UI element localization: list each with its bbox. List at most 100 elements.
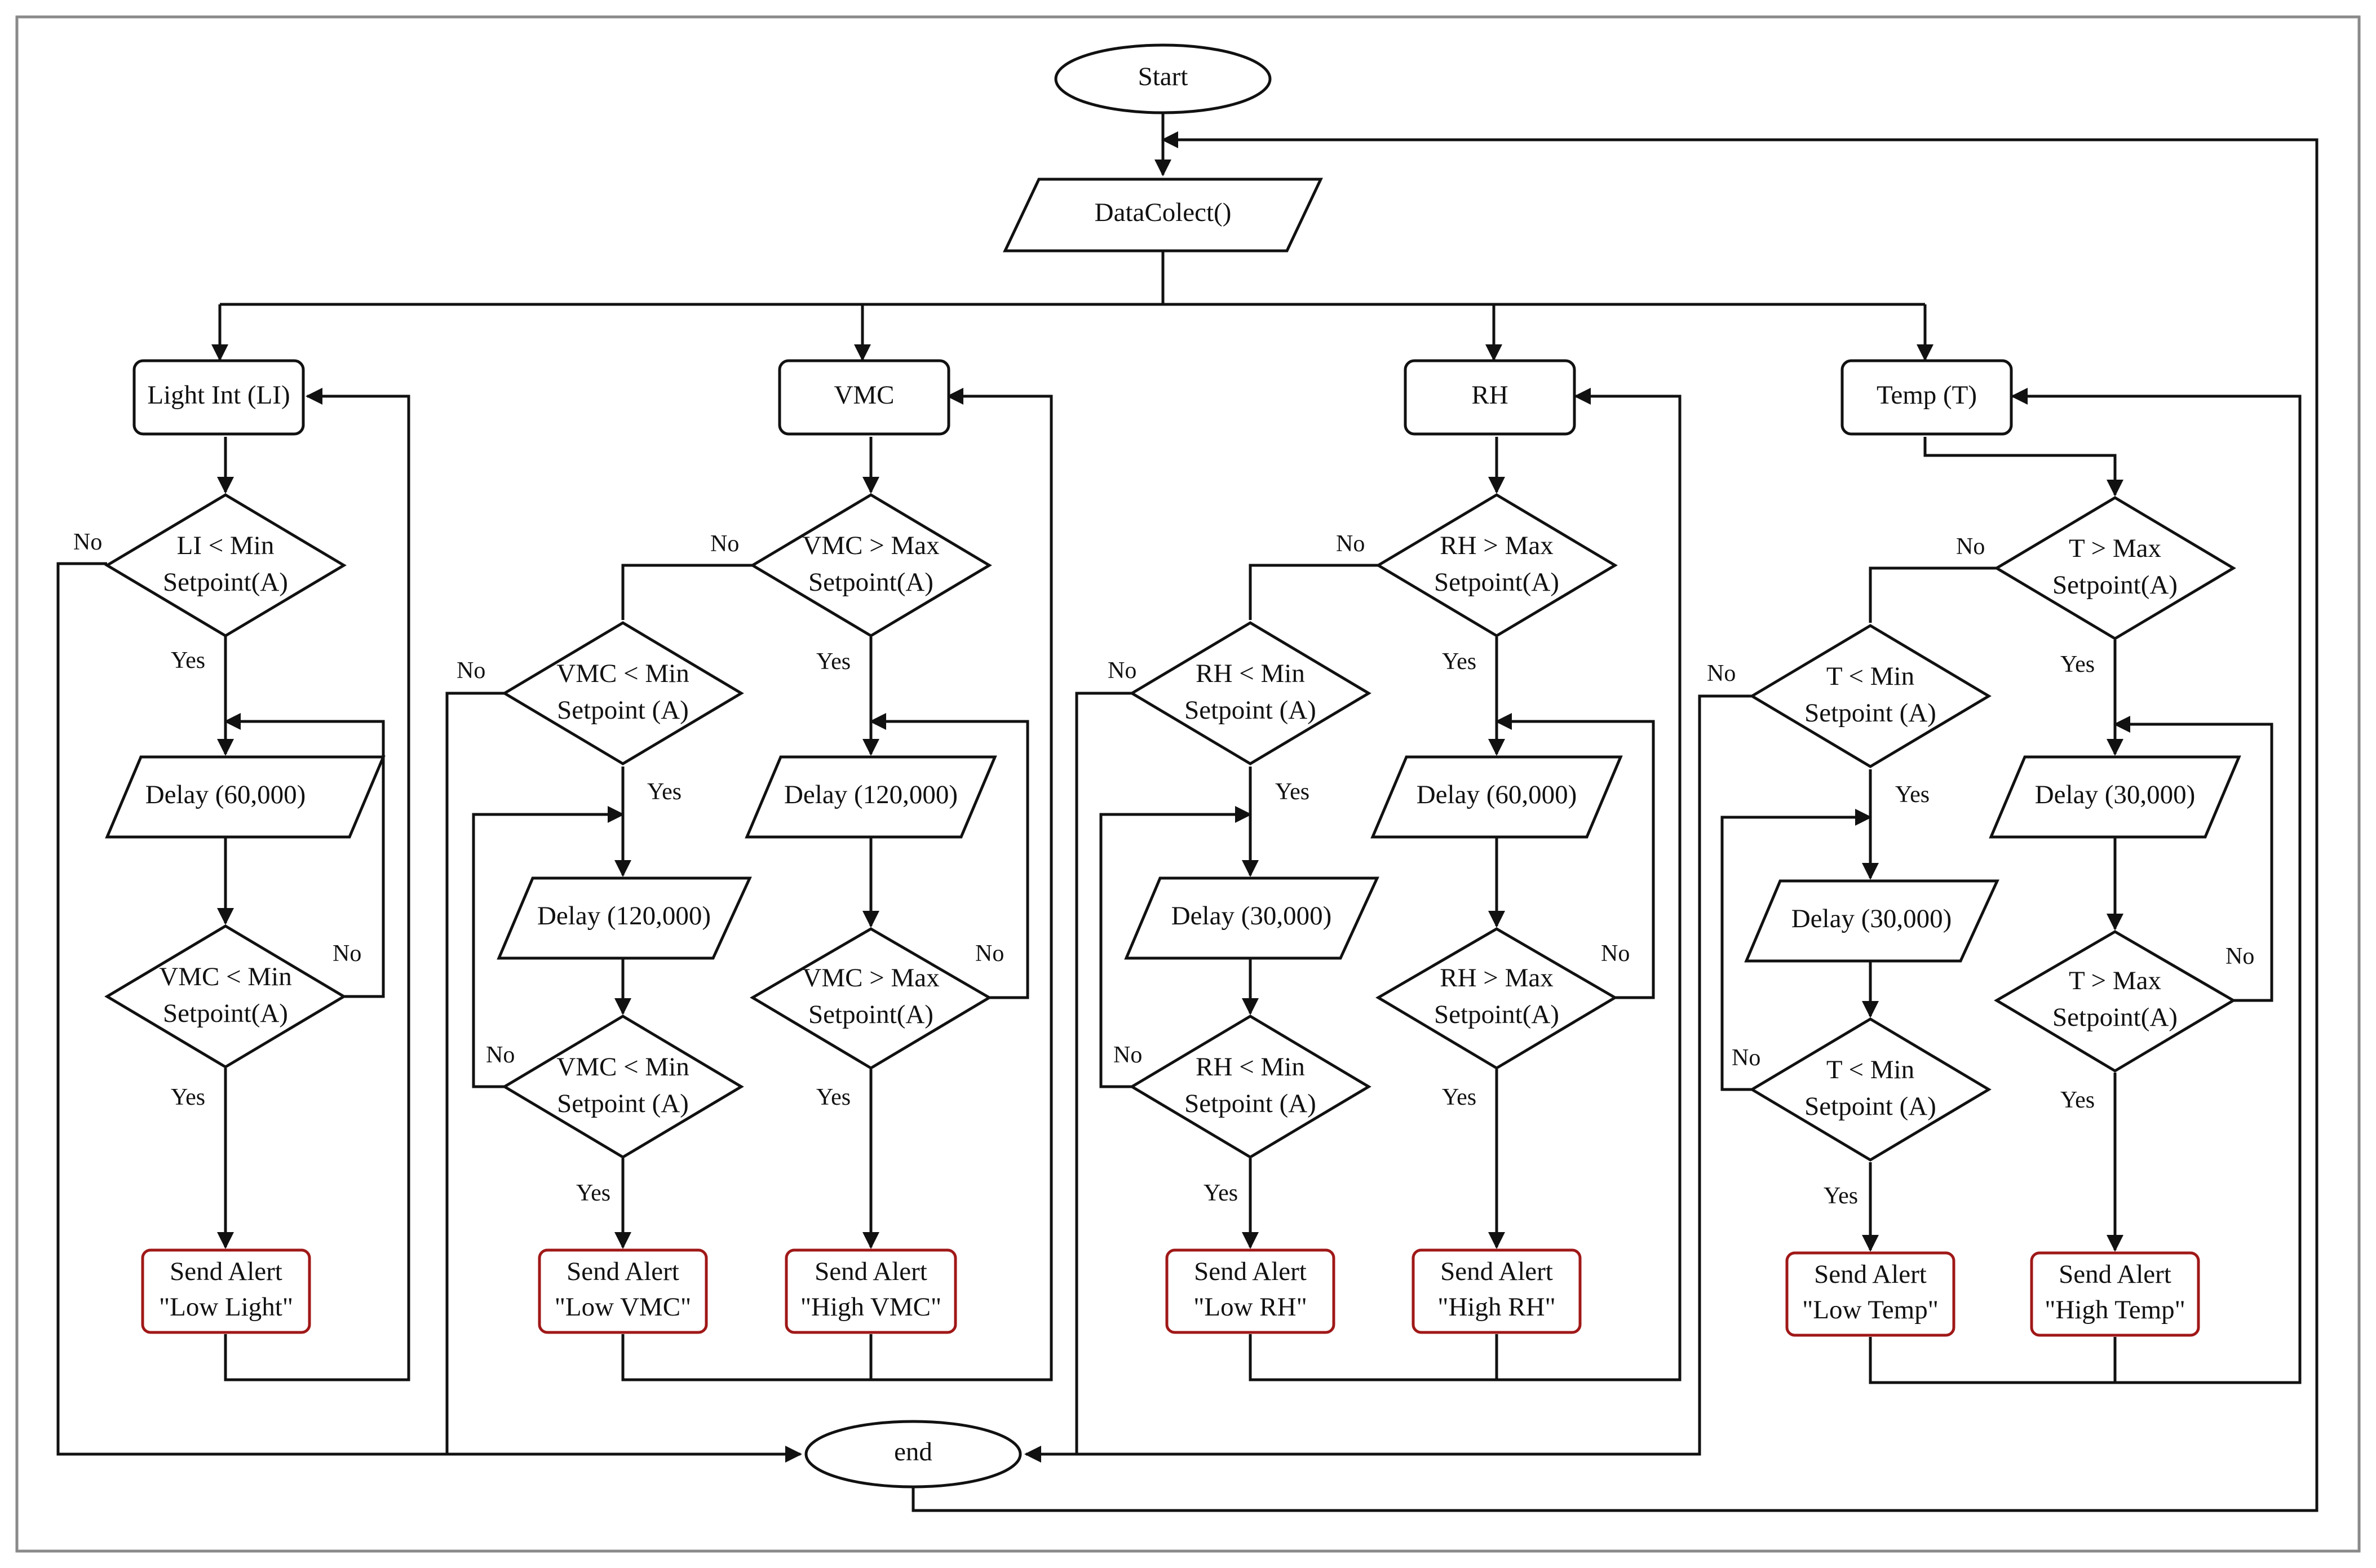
datacollect-label: DataColect() [1095, 198, 1232, 227]
vmc-low-recheck-no-label: No [486, 1042, 515, 1068]
edge-labels: No Yes No Yes No Yes No Yes No Yes No Ye… [73, 529, 2254, 1209]
temp-low-recheck-line1: T < Min [1826, 1055, 1914, 1084]
rh-low-delay-label: Delay (30,000) [1171, 901, 1332, 931]
rh-min-yes-label: Yes [1275, 779, 1309, 805]
vmc-check-no-label: No [710, 531, 739, 557]
vmc-low-recheck-yes-label: Yes [576, 1180, 610, 1206]
edge-temp-low-check-no-to-end [1077, 694, 1752, 1456]
temp-max-line2: Setpoint(A) [2052, 570, 2178, 600]
rh-high-recheck-line1: RH > Max [1440, 963, 1553, 993]
datacollect-io [1003, 178, 1323, 253]
rh-high-recheck-decision [1375, 927, 1618, 1070]
rh-max-line1: RH > Max [1440, 531, 1553, 560]
edge-rh-low-recheck-no-loop [1099, 806, 1252, 1088]
vmc-max-line2: Setpoint(A) [808, 568, 933, 597]
li-recheck-line2: Setpoint(A) [163, 999, 288, 1028]
temp-high-recheck-line1: T > Max [2069, 966, 2161, 995]
edge-vmc-alerts-return [621, 388, 1053, 1381]
start-label: Start [1138, 62, 1188, 91]
vmc-low-recheck-line1: VMC < Min [556, 1052, 689, 1082]
temp-box [1840, 359, 2013, 436]
li-delay-label: Delay (60,000) [145, 780, 306, 809]
vmc-high-alert-line2: "High VMC" [800, 1292, 941, 1322]
temp-low-recheck-yes-label: Yes [1824, 1183, 1858, 1209]
rh-high-recheck-line2: Setpoint(A) [1434, 1000, 1559, 1029]
li-min-decision [104, 493, 347, 637]
li-alert-line2: "Low Light" [159, 1292, 293, 1322]
temp-min-line1: T < Min [1826, 662, 1914, 691]
rh-min-line2: Setpoint (A) [1184, 696, 1316, 725]
rh-min-no-label: No [1108, 658, 1136, 684]
nodes [104, 43, 2241, 1489]
rh-high-alert-line1: Send Alert [1440, 1257, 1553, 1286]
rh-high-alert-box [1412, 1248, 1582, 1334]
temp-high-recheck-line2: Setpoint(A) [2052, 1003, 2178, 1032]
li-recheck-line1: VMC < Min [159, 962, 291, 991]
rh-high-delay-io [1370, 755, 1623, 839]
edge-vmc-high-recheck-no-loop [869, 713, 1029, 999]
rh-max-decision [1375, 493, 1618, 637]
vmc-min-line2: Setpoint (A) [557, 696, 689, 725]
vmc-low-alert-line1: Send Alert [567, 1257, 679, 1286]
rh-low-recheck-line1: RH < Min [1196, 1052, 1305, 1082]
vmc-low-delay-label: Delay (120,000) [537, 901, 711, 931]
temp-check-no-label: No [1956, 534, 1985, 560]
edge-li-alert-return [224, 388, 410, 1381]
temp-low-delay-label: Delay (30,000) [1791, 904, 1952, 933]
vmc-high-recheck-decision [750, 927, 992, 1070]
li-recheck-decision [104, 924, 347, 1069]
temp-check-yes-label: Yes [2060, 652, 2095, 677]
temp-low-recheck-decision [1749, 1017, 1992, 1162]
end-label: end [894, 1437, 932, 1467]
edge-temp-low-recheck-no-loop [1720, 809, 1872, 1091]
li-recheck-no-label: No [333, 941, 361, 967]
vmc-high-recheck-no-label: No [975, 941, 1004, 967]
vmc-low-delay-io [497, 876, 752, 960]
temp-high-recheck-yes-label: Yes [2060, 1087, 2095, 1113]
temp-min-no-label: No [1707, 661, 1736, 686]
vmc-low-alert-box [538, 1248, 708, 1334]
edge-collect-bus [220, 251, 1925, 306]
vmc-max-line1: VMC > Max [802, 531, 939, 560]
li-check-yes-label: Yes [171, 648, 205, 674]
temp-low-delay-io [1744, 879, 1999, 963]
outer-frame [15, 15, 2361, 1553]
vmc-low-alert-line2: "Low VMC" [555, 1292, 692, 1322]
temp-high-recheck-decision [1994, 930, 2236, 1073]
vmc-min-decision [502, 621, 744, 765]
li-low-alert-box [141, 1248, 311, 1334]
temp-low-alert-box [1785, 1251, 1955, 1337]
temp-low-recheck-no-label: No [1732, 1045, 1760, 1071]
li-delay-io [105, 755, 386, 839]
rh-low-recheck-yes-label: Yes [1204, 1180, 1238, 1206]
rh-max-line2: Setpoint(A) [1434, 568, 1559, 597]
rh-low-alert-line1: Send Alert [1194, 1257, 1307, 1286]
li-recheck-yes-label: Yes [171, 1084, 205, 1110]
edge-vmc-low-check-no-to-end [445, 692, 505, 1454]
vmc-high-delay-io [745, 755, 997, 839]
node-labels: Start DataColect() end Light Int (LI) VM… [145, 62, 2196, 1467]
vmc-high-recheck-line2: Setpoint(A) [808, 1000, 933, 1029]
end-terminal [804, 1420, 1022, 1489]
temp-max-line1: T > Max [2069, 534, 2161, 563]
vmc-max-decision [750, 493, 992, 637]
vmc-box [778, 359, 950, 436]
rh-label: RH [1471, 380, 1508, 410]
rh-high-delay-label: Delay (60,000) [1417, 780, 1577, 809]
li-min-line2: Setpoint(A) [163, 568, 288, 597]
rh-low-recheck-no-label: No [1113, 1042, 1142, 1068]
vmc-low-recheck-line2: Setpoint (A) [557, 1089, 689, 1118]
rh-low-alert-line2: "Low RH" [1193, 1292, 1307, 1322]
temp-high-alert-box [2030, 1251, 2200, 1337]
vmc-low-recheck-decision [502, 1015, 744, 1159]
edge-vmc-check-no [621, 564, 753, 620]
edge-vmc-low-recheck-no-loop [472, 806, 625, 1088]
edge-li-recheck-no-loop [224, 713, 385, 998]
rh-low-alert-box [1165, 1248, 1335, 1334]
vmc-high-recheck-yes-label: Yes [816, 1084, 851, 1110]
rh-low-recheck-decision [1129, 1015, 1371, 1159]
rh-check-yes-label: Yes [1442, 649, 1476, 675]
temp-low-alert-line2: "Low Temp" [1802, 1295, 1939, 1325]
rh-min-decision [1129, 621, 1371, 765]
